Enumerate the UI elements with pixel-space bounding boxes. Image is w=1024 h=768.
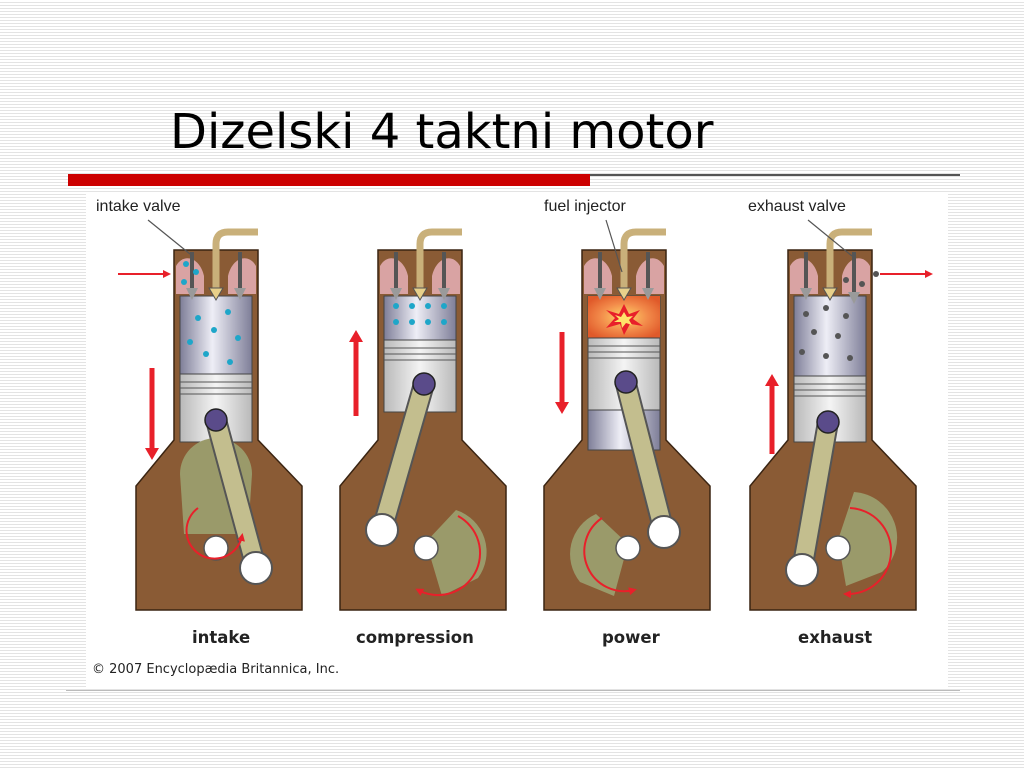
title-underline-gray	[590, 174, 960, 176]
bottom-divider	[66, 690, 960, 691]
stroke-label-exhaust: exhaust	[798, 628, 873, 647]
diagram-illustration	[118, 219, 933, 611]
engine-compression	[339, 228, 507, 611]
engine-power	[543, 219, 711, 611]
stroke-label-intake: intake	[192, 628, 251, 647]
exhaust-valve-label: exhaust valve	[748, 198, 846, 215]
slide-title: Dizelski 4 taktni motor	[170, 104, 714, 160]
title-underline-red	[68, 174, 590, 186]
stroke-label-power: power	[602, 628, 660, 647]
engine-exhaust	[749, 219, 933, 611]
engine-intake	[118, 219, 303, 611]
intake-valve-label: intake valve	[96, 198, 181, 215]
copyright-credit: © 2007 Encyclopædia Britannica, Inc.	[92, 662, 340, 677]
fuel-injector-label: fuel injector	[544, 198, 626, 215]
stroke-label-compression: compression	[356, 628, 474, 647]
diesel-engine-diagram: intake valve fuel injector exhaust valve…	[86, 192, 948, 688]
